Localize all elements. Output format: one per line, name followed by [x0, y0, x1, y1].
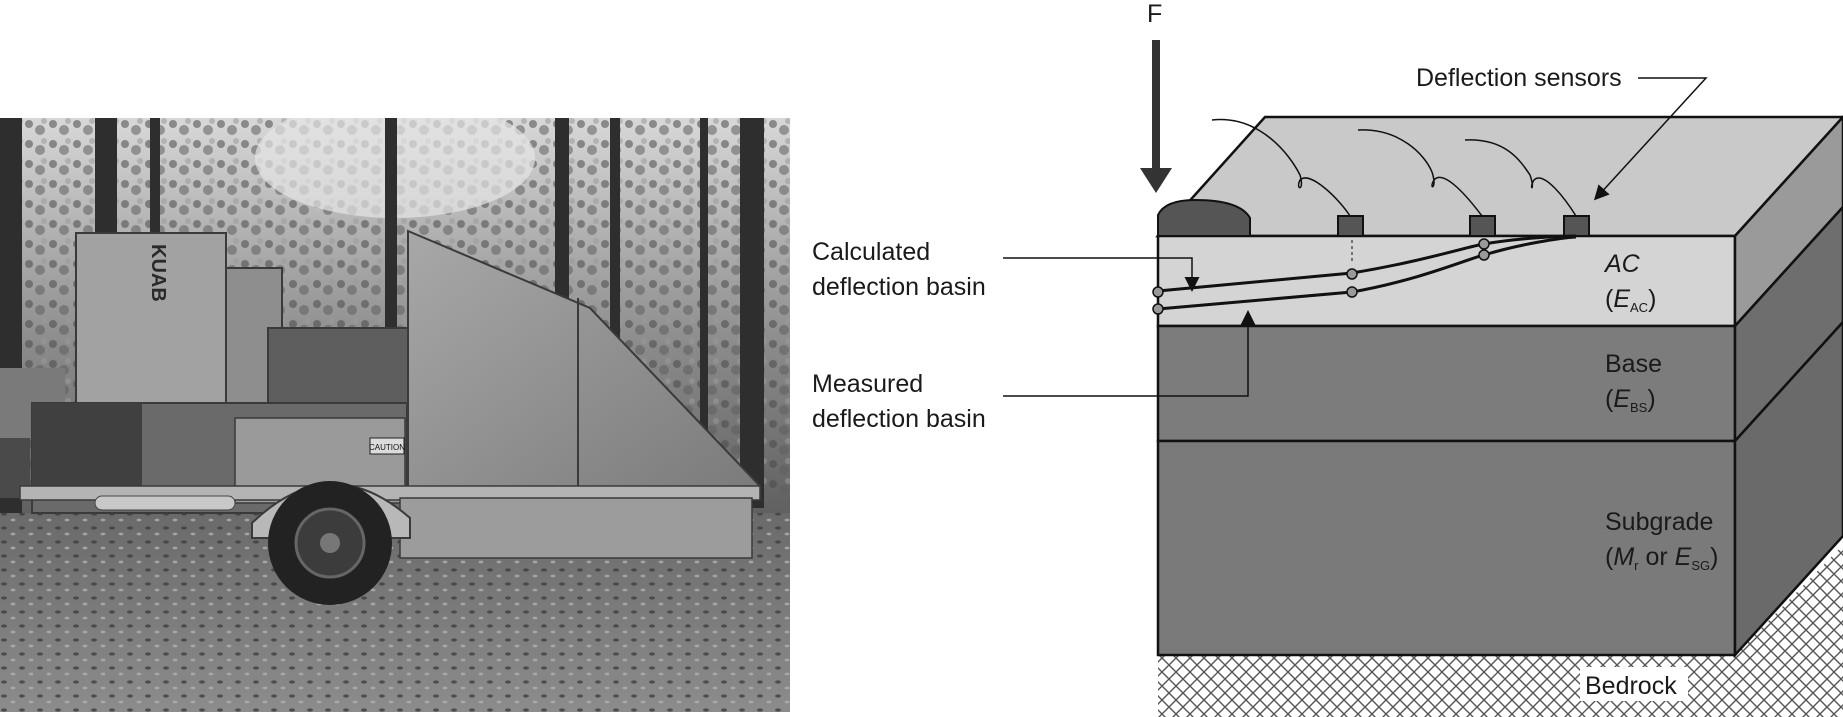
ac-layer-name: AC [1603, 250, 1641, 278]
bedrock-layer [1158, 545, 1843, 717]
kuab-brand-text: KUAB [147, 244, 169, 302]
sensor-3 [1563, 215, 1590, 237]
force-label: F [1147, 0, 1162, 28]
sensors-leader [1593, 77, 1708, 201]
calculated-basin-label-line1: Calculated [812, 238, 930, 266]
sensor-2 [1469, 215, 1496, 237]
calculated-basin-label-line2: deflection basin [812, 273, 986, 301]
sensor-cable-3 [1464, 139, 1577, 217]
base-front-face [1156, 324, 1737, 443]
bedrock-label: Bedrock [1585, 672, 1677, 700]
base-side-face [1733, 205, 1843, 445]
subgrade-side-face [1733, 320, 1843, 659]
sensor-cable-2 [1357, 129, 1483, 217]
deflection-sensors-label: Deflection sensors [1416, 64, 1622, 92]
ac-layer-modulus: (EAC) [1605, 285, 1656, 315]
sensor-1 [1337, 215, 1364, 237]
measured-basin-label-line2: deflection basin [812, 405, 986, 433]
calculated-basin-leader [1003, 257, 1200, 292]
subgrade-layer-modulus: (Mr or ESG) [1605, 543, 1718, 573]
force-arrow [1140, 40, 1172, 193]
subgrade-layer-name: Subgrade [1605, 508, 1713, 536]
base-layer-modulus: (EBS) [1605, 385, 1656, 415]
load-plate [1157, 198, 1251, 237]
caution-sticker-text: CAUTION [369, 443, 405, 452]
fwd-trailer-photo: CAUTION KUAB [0, 98, 790, 712]
ac-top-face [1155, 115, 1843, 238]
ac-side-face [1733, 115, 1843, 330]
fwd-photo-illustration: CAUTION KUAB [0, 98, 790, 712]
sensor-cable-1 [1211, 118, 1351, 217]
basin-points [1152, 238, 1490, 315]
base-layer-name: Base [1605, 350, 1662, 378]
deflection-sensors [1211, 118, 1590, 237]
measured-basin-leader [1003, 310, 1256, 397]
measured-basin-label-line1: Measured [812, 370, 923, 398]
